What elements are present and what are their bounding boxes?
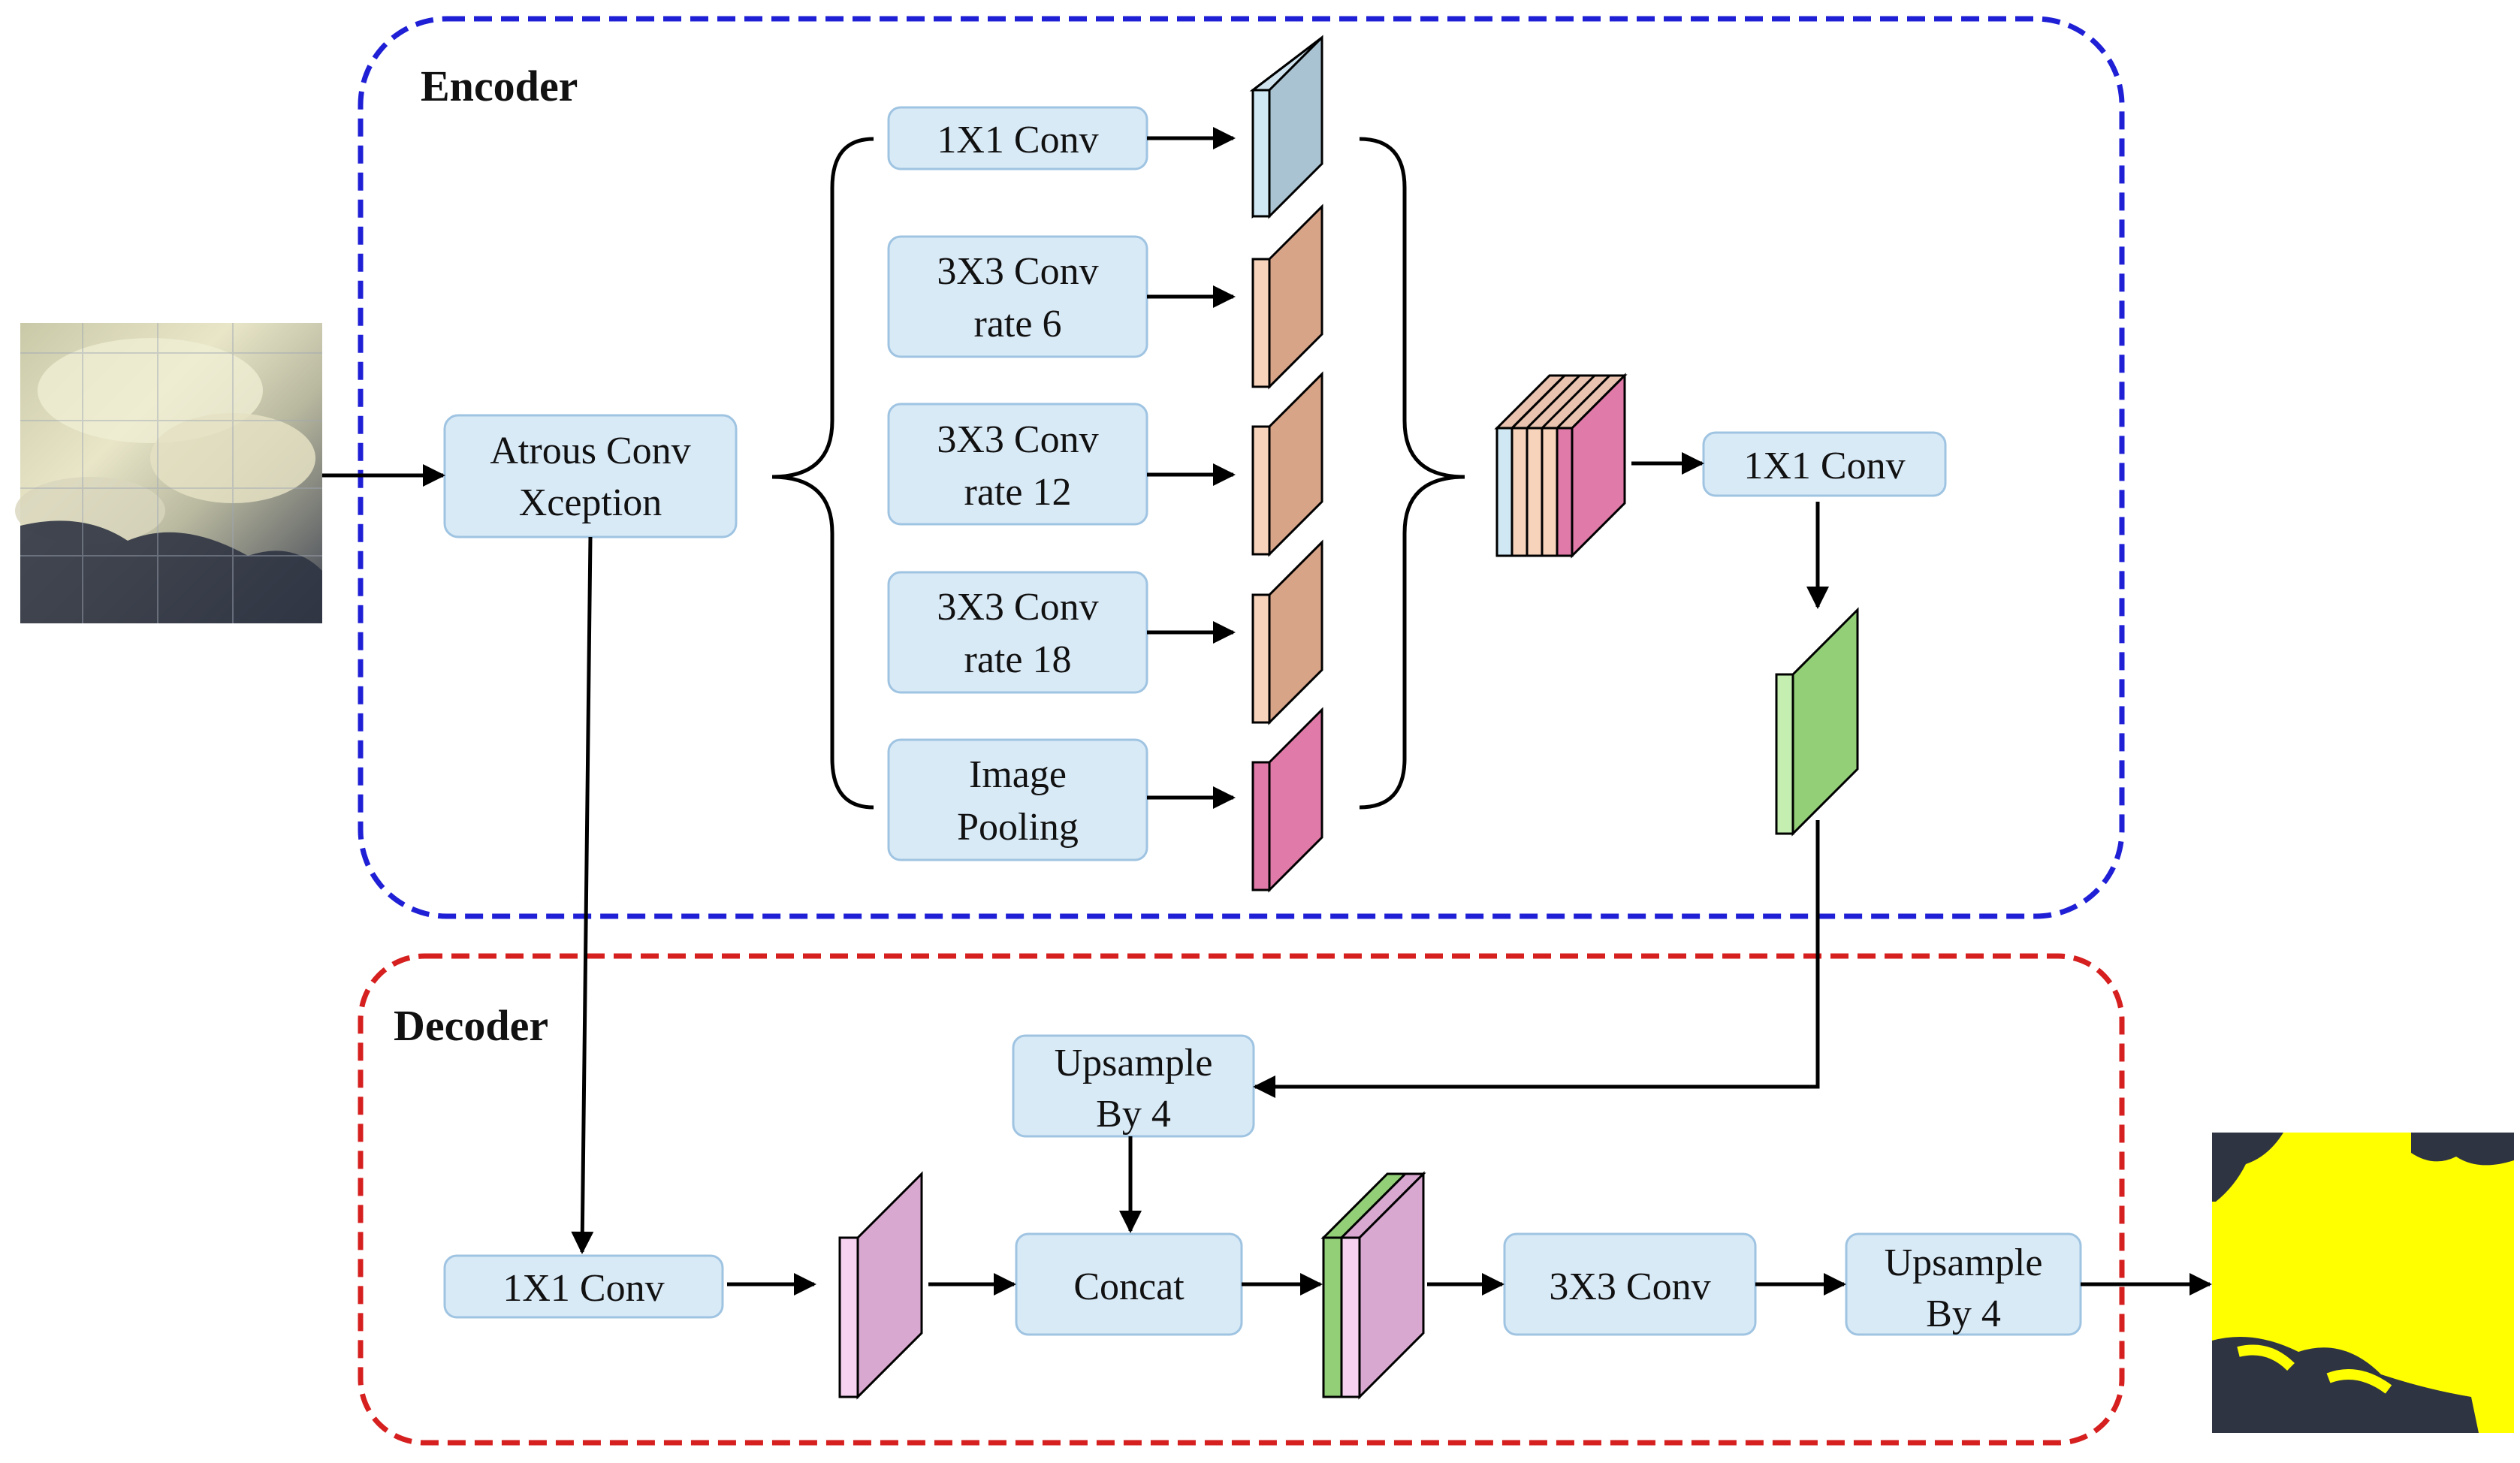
low-level-conv-label: 1X1 Conv	[502, 1267, 664, 1310]
concat-label: Concat	[1073, 1265, 1185, 1308]
fuse-1x1-conv-box: 1X1 Conv	[1702, 431, 1947, 497]
branch-rate6-sublabel: rate 6	[974, 303, 1062, 345]
atrous-conv-label: Atrous Conv	[490, 430, 690, 472]
feature-map-rate18	[1251, 539, 1323, 725]
upsample-final-label: Upsample	[1885, 1241, 2043, 1284]
upsample-top-label: Upsample	[1055, 1042, 1213, 1084]
upsample-top-box: Upsample By 4	[1012, 1034, 1255, 1138]
low-level-1x1-conv-box: 1X1 Conv	[443, 1254, 724, 1319]
feature-map-1x1	[1249, 35, 1323, 219]
feature-map-rate12	[1251, 371, 1323, 557]
upsample-final-box: Upsample By 4	[1845, 1232, 2082, 1336]
decoder-title: Decoder	[394, 1001, 548, 1050]
encoder-region	[358, 16, 2125, 919]
feature-map-rate6	[1251, 204, 1323, 390]
encoder-title: Encoder	[421, 62, 578, 110]
branch-rate18-box: 3X3 Conv rate 18	[887, 571, 1148, 694]
connections	[322, 127, 2212, 1296]
image-label: Image	[969, 753, 1067, 796]
concat-output-feature	[1320, 1171, 1426, 1400]
fuse-conv-label: 1X1 Conv	[1743, 445, 1905, 487]
upsample-final-sublabel: By 4	[1926, 1293, 2001, 1335]
encoder-output-feature	[1775, 607, 1859, 837]
decoder-3x3-conv-box: 3X3 Conv	[1503, 1232, 1757, 1336]
branch-image-pooling-box: Image Pooling	[887, 738, 1148, 861]
atrous-conv-box: Atrous Conv Xception	[443, 414, 738, 538]
pooling-label: Pooling	[957, 806, 1079, 849]
branch-rate6-label: 3X3 Conv	[937, 250, 1098, 293]
branch-rate6-box: 3X3 Conv rate 6	[887, 235, 1148, 358]
branch-rate12-label: 3X3 Conv	[937, 418, 1098, 461]
xception-label: Xception	[519, 481, 662, 524]
left-brace	[771, 137, 874, 810]
branch-1x1-label: 1X1 Conv	[937, 119, 1098, 161]
low-level-feature	[838, 1171, 923, 1400]
decoder-region	[358, 953, 2125, 1446]
concatenated-feature-stack	[1494, 373, 1628, 559]
right-brace	[1359, 137, 1465, 810]
branch-rate12-sublabel: rate 12	[964, 471, 1072, 514]
concat-box: Concat	[1015, 1232, 1243, 1336]
upsample-top-sublabel: By 4	[1096, 1093, 1171, 1136]
branch-rate18-sublabel: rate 18	[964, 638, 1072, 681]
feature-map-pooling	[1251, 707, 1323, 893]
decoder-conv3-label: 3X3 Conv	[1549, 1265, 1710, 1308]
branch-rate12-box: 3X3 Conv rate 12	[887, 403, 1148, 526]
branch-rate18-label: 3X3 Conv	[937, 586, 1098, 629]
input-image-icon	[15, 323, 322, 623]
branch-1x1-conv-box: 1X1 Conv	[887, 106, 1148, 170]
output-mask-icon	[2212, 1133, 2514, 1433]
